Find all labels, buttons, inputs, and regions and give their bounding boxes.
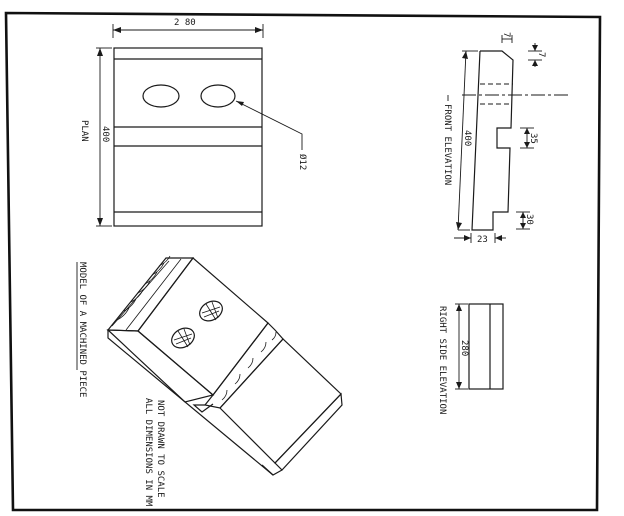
plan-height-dim: 400 (100, 126, 110, 142)
note-units: ALL DIMENSIONS IN MM (143, 398, 153, 507)
chamfer-hatching (111, 258, 182, 331)
lower-side-face (274, 392, 343, 471)
step-notch (192, 403, 214, 413)
arrowhead (456, 222, 462, 230)
plan-label: PLAN (79, 120, 89, 142)
lower-top-face (219, 338, 342, 464)
step-dim: 30 (524, 214, 534, 225)
arrowhead (520, 223, 526, 229)
arrowhead (532, 60, 538, 66)
top-face (137, 257, 269, 396)
notes: NOT DRAWN TO SCALE ALL DIMENSIONS IN MM (143, 398, 165, 507)
arrowhead (456, 304, 462, 311)
hole-hatching (173, 328, 193, 348)
leader-arrowhead (236, 101, 244, 106)
model-hole (199, 300, 223, 322)
arrowhead (462, 51, 468, 59)
side-width-dim: 280 (459, 340, 469, 356)
arrowhead (255, 27, 263, 33)
isometric-model: MODEL OF A MACHINED PIECE (76, 255, 343, 476)
arrowhead (113, 27, 121, 33)
chamfer-y-dim: 7 (536, 52, 546, 57)
front-face-upper (106, 329, 215, 403)
hole-hatching (201, 301, 221, 321)
chamfer-x-dim: 7 (501, 32, 511, 37)
chamfer-face (106, 257, 195, 332)
slot-face (203, 322, 284, 409)
plan-view: Ø12 2 80 400 PLAN (79, 18, 308, 227)
right-side-elevation-label: RIGHT SIDE ELEVATION (437, 306, 447, 414)
front-elevation-profile (471, 50, 514, 231)
note-scale: NOT DRAWN TO SCALE (155, 400, 165, 498)
slot-hatching (221, 331, 277, 401)
arrowhead (524, 142, 530, 148)
model-label: MODEL OF A MACHINED PIECE (77, 262, 87, 397)
right-side-elevation-view: 280 RIGHT SIDE ELEVATION (437, 303, 504, 414)
front-height-dim: 400 (462, 130, 472, 146)
front-thickness-dim: 23 (477, 235, 488, 245)
arrowhead (495, 235, 502, 241)
front-height-dim-line (457, 50, 467, 231)
front-elevation-label: FRONT ELEVATION (442, 104, 452, 185)
arrowhead (520, 212, 526, 218)
arrowhead (456, 382, 462, 389)
bottom-notch (261, 464, 274, 476)
model-hole (171, 327, 195, 349)
slot-dim: 35 (528, 133, 538, 144)
arrowhead (532, 45, 538, 51)
arrowhead (97, 218, 103, 226)
chamfer-hatching (116, 255, 171, 321)
arrowhead (464, 235, 471, 241)
drawing-border (4, 11, 602, 512)
plan-outline (113, 47, 263, 227)
plan-width-dim: 2 80 (174, 18, 196, 28)
hole-leader-line (235, 100, 303, 150)
plan-hole (142, 84, 180, 108)
front-elevation-view: 400 23 7 7 35 30 (442, 32, 571, 245)
hole-callout: Ø12 (297, 154, 308, 170)
plan-hole (200, 84, 236, 108)
side-elevation-outline (468, 303, 504, 390)
arrowhead (97, 48, 103, 56)
bottom-edge (107, 330, 283, 476)
arrowhead (524, 128, 530, 134)
